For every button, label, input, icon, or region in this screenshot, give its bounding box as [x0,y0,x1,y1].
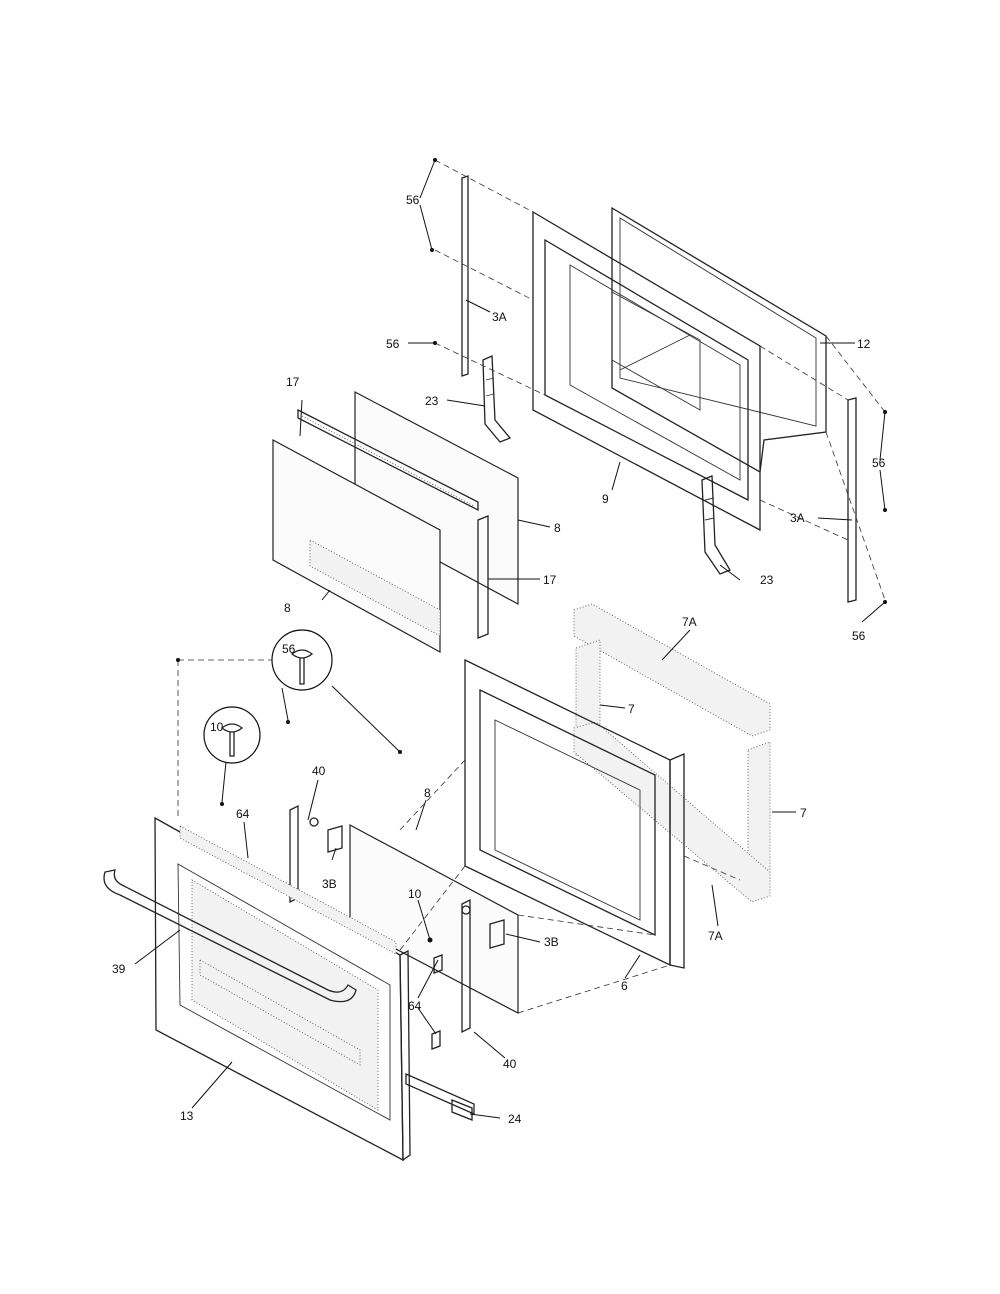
door-hinge-23a [482,355,512,443]
callout-7: 7 [800,806,807,820]
zoom-screw-10 [203,706,261,764]
callout-23: 23 [760,573,774,587]
callout-56: 56 [406,193,420,207]
callout-13: 13 [180,1109,194,1123]
callout-23: 23 [425,394,439,408]
outer-door-panel-13 [154,816,411,1162]
insulation-7a-top [573,603,771,737]
callout-17: 17 [543,573,557,587]
glass-spacer-17-top [297,408,479,512]
callout-3a: 3A [790,511,805,525]
callout-8: 8 [284,601,291,615]
insulation-7a-bottom [573,721,771,903]
door-vent-24 [405,1073,475,1121]
glass-panel-8-rear [354,391,519,606]
callout-56: 56 [282,642,296,656]
door-hinge-23b [701,475,731,575]
zoom-screw-56 [271,629,333,691]
callout-56: 56 [852,629,866,643]
callout-3b: 3B [322,877,337,891]
glass-panel-8-front [272,438,441,654]
callout-7a: 7A [708,929,723,943]
callout-12: 12 [857,337,871,351]
callout-7: 7 [628,702,635,716]
callout-64: 64 [236,807,250,821]
bracket-3b-left [327,825,343,853]
door-channel-3a-right [847,397,857,603]
callout-24: 24 [508,1112,522,1126]
callout-8: 8 [554,521,561,535]
callout-56: 56 [386,337,400,351]
callout-10: 10 [408,887,422,901]
callout-8: 8 [424,786,431,800]
glass-spacer-17-side [477,515,489,639]
callout-56: 56 [872,456,886,470]
callout-17: 17 [286,375,300,389]
callout-6: 6 [621,979,628,993]
door-bracket-40-right [461,898,471,1034]
callout-64: 64 [408,999,422,1013]
glass-panel-8-lower [349,823,519,1014]
callout-9: 9 [602,492,609,506]
callout-7a: 7A [682,615,697,629]
callout-10: 10 [210,720,224,734]
callout-40: 40 [312,764,326,778]
inner-door-frame-9 [532,210,761,532]
callout-39: 39 [112,962,126,976]
door-handle-39 [103,869,357,1003]
callout-3a: 3A [492,310,507,324]
door-liner-6 [464,658,741,969]
clip-64-lower [431,1030,441,1050]
callout-3b: 3B [544,935,559,949]
bracket-3b-right [489,919,505,949]
door-gasket-12 [611,206,827,474]
callout-40: 40 [503,1057,517,1071]
door-channel-3a-top [461,175,469,377]
insulation-7-right [747,741,771,889]
